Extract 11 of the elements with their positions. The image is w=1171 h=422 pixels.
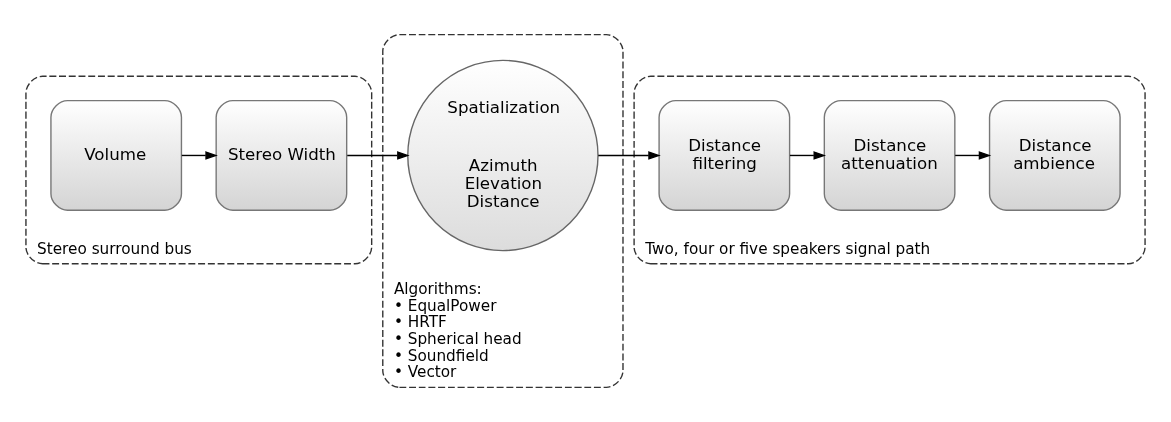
node-box: Distance attenuation [823, 99, 956, 211]
node-box: Stereo Width [215, 99, 348, 211]
arrow [954, 151, 992, 160]
node-circle: Spatialization Azimuth Elevation Distance [407, 59, 599, 252]
arrow [597, 151, 661, 160]
arrow [346, 151, 410, 160]
node-box: Distance filtering [658, 99, 791, 211]
node-box: Volume [50, 99, 183, 211]
arrow [181, 151, 218, 160]
arrow [789, 151, 827, 160]
node-box: Distance ambience [988, 99, 1121, 211]
